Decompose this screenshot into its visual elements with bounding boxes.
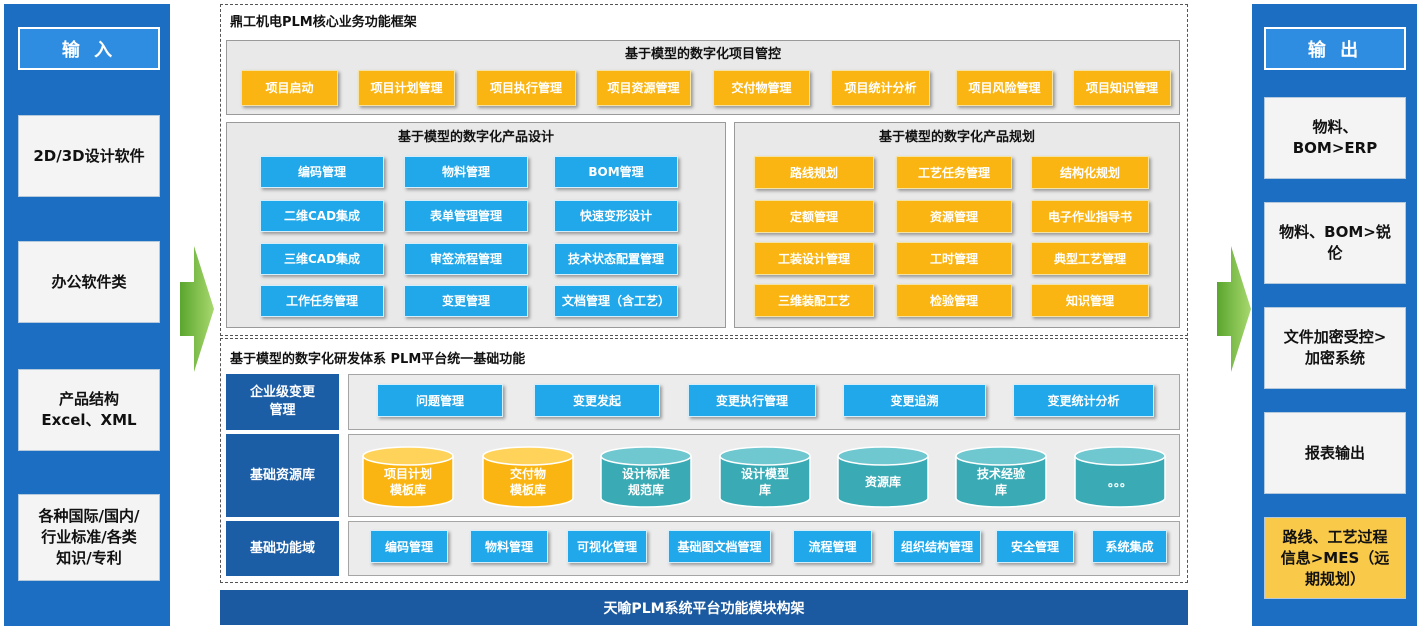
design-panel-title: 基于模型的数字化产品设计: [397, 130, 554, 145]
project-item-risk: 项目风险管理: [956, 70, 1053, 106]
function-item-material: 物料管理: [470, 530, 548, 563]
project-item-deliverable: 交付物管理: [713, 70, 810, 106]
resource-item-resources: 资源库: [836, 446, 930, 508]
resource-item-label: 设计模型 库: [740, 467, 789, 497]
planning-item-structured: 结构化规划: [1031, 156, 1149, 189]
resource-item-template-project-plan: 项目计划 模板库: [361, 446, 455, 508]
function-item-security: 安全管理: [996, 530, 1074, 563]
function-item-coding: 编码管理: [370, 530, 448, 563]
function-item-workflow: 流程管理: [793, 530, 872, 563]
change-item-statistics: 变更统计分析: [1013, 384, 1154, 417]
resource-item-tech-experience: 技术经验 库: [954, 446, 1048, 508]
design-item-document: 文档管理（含工艺）: [554, 285, 678, 317]
project-item-resource: 项目资源管理: [596, 70, 691, 106]
cylinder-icon: [719, 446, 811, 508]
output-item-encryption: 文件加密受控> 加密系统: [1264, 307, 1406, 389]
design-item-task: 工作任务管理: [260, 285, 384, 317]
planning-item-knowledge: 知识管理: [1031, 284, 1149, 317]
planning-item-3d-assembly: 三维装配工艺: [754, 284, 874, 317]
planning-item-hours: 工时管理: [896, 242, 1012, 275]
change-item-trace: 变更追溯: [843, 384, 986, 417]
project-item-start: 项目启动: [241, 70, 338, 106]
change-item-initiate: 变更发起: [534, 384, 660, 417]
design-item-variant: 快速变形设计: [554, 200, 678, 232]
input-title: 输 入: [18, 27, 160, 70]
design-item-3d-cad: 三维CAD集成: [260, 243, 384, 275]
planning-item-process-task: 工艺任务管理: [896, 156, 1012, 189]
project-item-statistics: 项目统计分析: [831, 70, 930, 106]
cylinder-icon: [600, 446, 692, 508]
resource-item-label: 交付物 模板库: [509, 467, 546, 497]
flow-arrow-icon-left: [180, 246, 214, 372]
planning-item-typical-process: 典型工艺管理: [1031, 242, 1149, 275]
resource-item-design-standards: 设计标准 规范库: [599, 446, 693, 508]
resource-item-design-models: 设计模型 库: [718, 446, 812, 508]
resource-item-label: 资源库: [864, 475, 901, 489]
function-item-org-structure: 组织结构管理: [893, 530, 981, 563]
flow-arrow-icon-right: [1217, 246, 1251, 372]
resource-item-more: 。。。: [1073, 446, 1167, 508]
project-item-plan: 项目计划管理: [358, 70, 455, 106]
design-item-bom: BOM管理: [554, 156, 678, 188]
design-item-config: 技术状态配置管理: [554, 243, 678, 275]
planning-item-inspection: 检验管理: [896, 284, 1012, 317]
resource-item-label: 。。。: [1107, 475, 1132, 489]
design-item-2d-cad: 二维CAD集成: [260, 200, 384, 232]
input-item-product-structure: 产品结构 Excel、XML: [18, 369, 160, 451]
core-framework-title: 鼎工机电PLM核心业务功能框架: [230, 15, 417, 30]
cylinder-icon: [955, 446, 1047, 508]
planning-item-route: 路线规划: [754, 156, 874, 189]
planning-panel-title: 基于模型的数字化产品规划: [878, 130, 1035, 145]
planning-item-resource: 资源管理: [896, 200, 1012, 233]
project-item-knowledge: 项目知识管理: [1073, 70, 1171, 106]
output-item-mes: 路线、工艺过程 信息>MES（远 期规划）: [1264, 517, 1406, 599]
change-item-execution: 变更执行管理: [688, 384, 816, 417]
function-item-integration: 系统集成: [1092, 530, 1167, 563]
function-item-base-documents: 基础图文档管理: [668, 530, 771, 563]
resource-item-label: 项目计划 模板库: [383, 467, 432, 497]
project-panel-title: 基于模型的数字化项目管控: [624, 47, 781, 62]
resource-item-template-deliverable: 交付物 模板库: [481, 446, 575, 508]
input-item-standards: 各种国际/国内/ 行业标准/各类 知识/专利: [18, 494, 160, 581]
design-item-change: 变更管理: [404, 285, 528, 317]
design-item-form: 表单管理管理: [404, 200, 528, 232]
cylinder-icon: [362, 446, 454, 508]
output-item-erp: 物料、 BOM>ERP: [1264, 97, 1406, 179]
input-item-design-software: 2D/3D设计软件: [18, 115, 160, 197]
change-item-issue: 问题管理: [377, 384, 503, 417]
output-item-ruilun: 物料、BOM>锐 伦: [1264, 202, 1406, 284]
function-item-visualization: 可视化管理: [567, 530, 647, 563]
platform-framework: [220, 338, 1188, 583]
change-label: 企业级变更 管理: [226, 374, 339, 430]
core-framework: [220, 4, 1188, 336]
project-item-execution: 项目执行管理: [476, 70, 576, 106]
footer-bar: 天喻PLM系统平台功能模块构架: [220, 590, 1188, 625]
design-item-material: 物料管理: [404, 156, 528, 188]
output-item-report: 报表输出: [1264, 412, 1406, 494]
platform-title: 基于模型的数字化研发体系 PLM平台统一基础功能: [230, 352, 526, 367]
planning-item-work-instruction: 电子作业指导书: [1031, 200, 1149, 233]
output-title: 输 出: [1264, 27, 1406, 70]
design-item-approval: 审签流程管理: [404, 243, 528, 275]
function-label: 基础功能域: [226, 521, 339, 576]
input-item-office-software: 办公软件类: [18, 241, 160, 323]
cylinder-icon: [837, 446, 929, 508]
resource-item-label: 设计标准 规范库: [621, 467, 670, 497]
planning-item-tooling: 工装设计管理: [754, 242, 874, 275]
resource-label: 基础资源库: [226, 434, 339, 517]
design-item-coding: 编码管理: [260, 156, 384, 188]
cylinder-icon: [482, 446, 574, 508]
planning-item-quota: 定额管理: [754, 200, 874, 233]
resource-item-label: 技术经验 库: [976, 467, 1025, 497]
cylinder-icon: [1074, 446, 1166, 508]
